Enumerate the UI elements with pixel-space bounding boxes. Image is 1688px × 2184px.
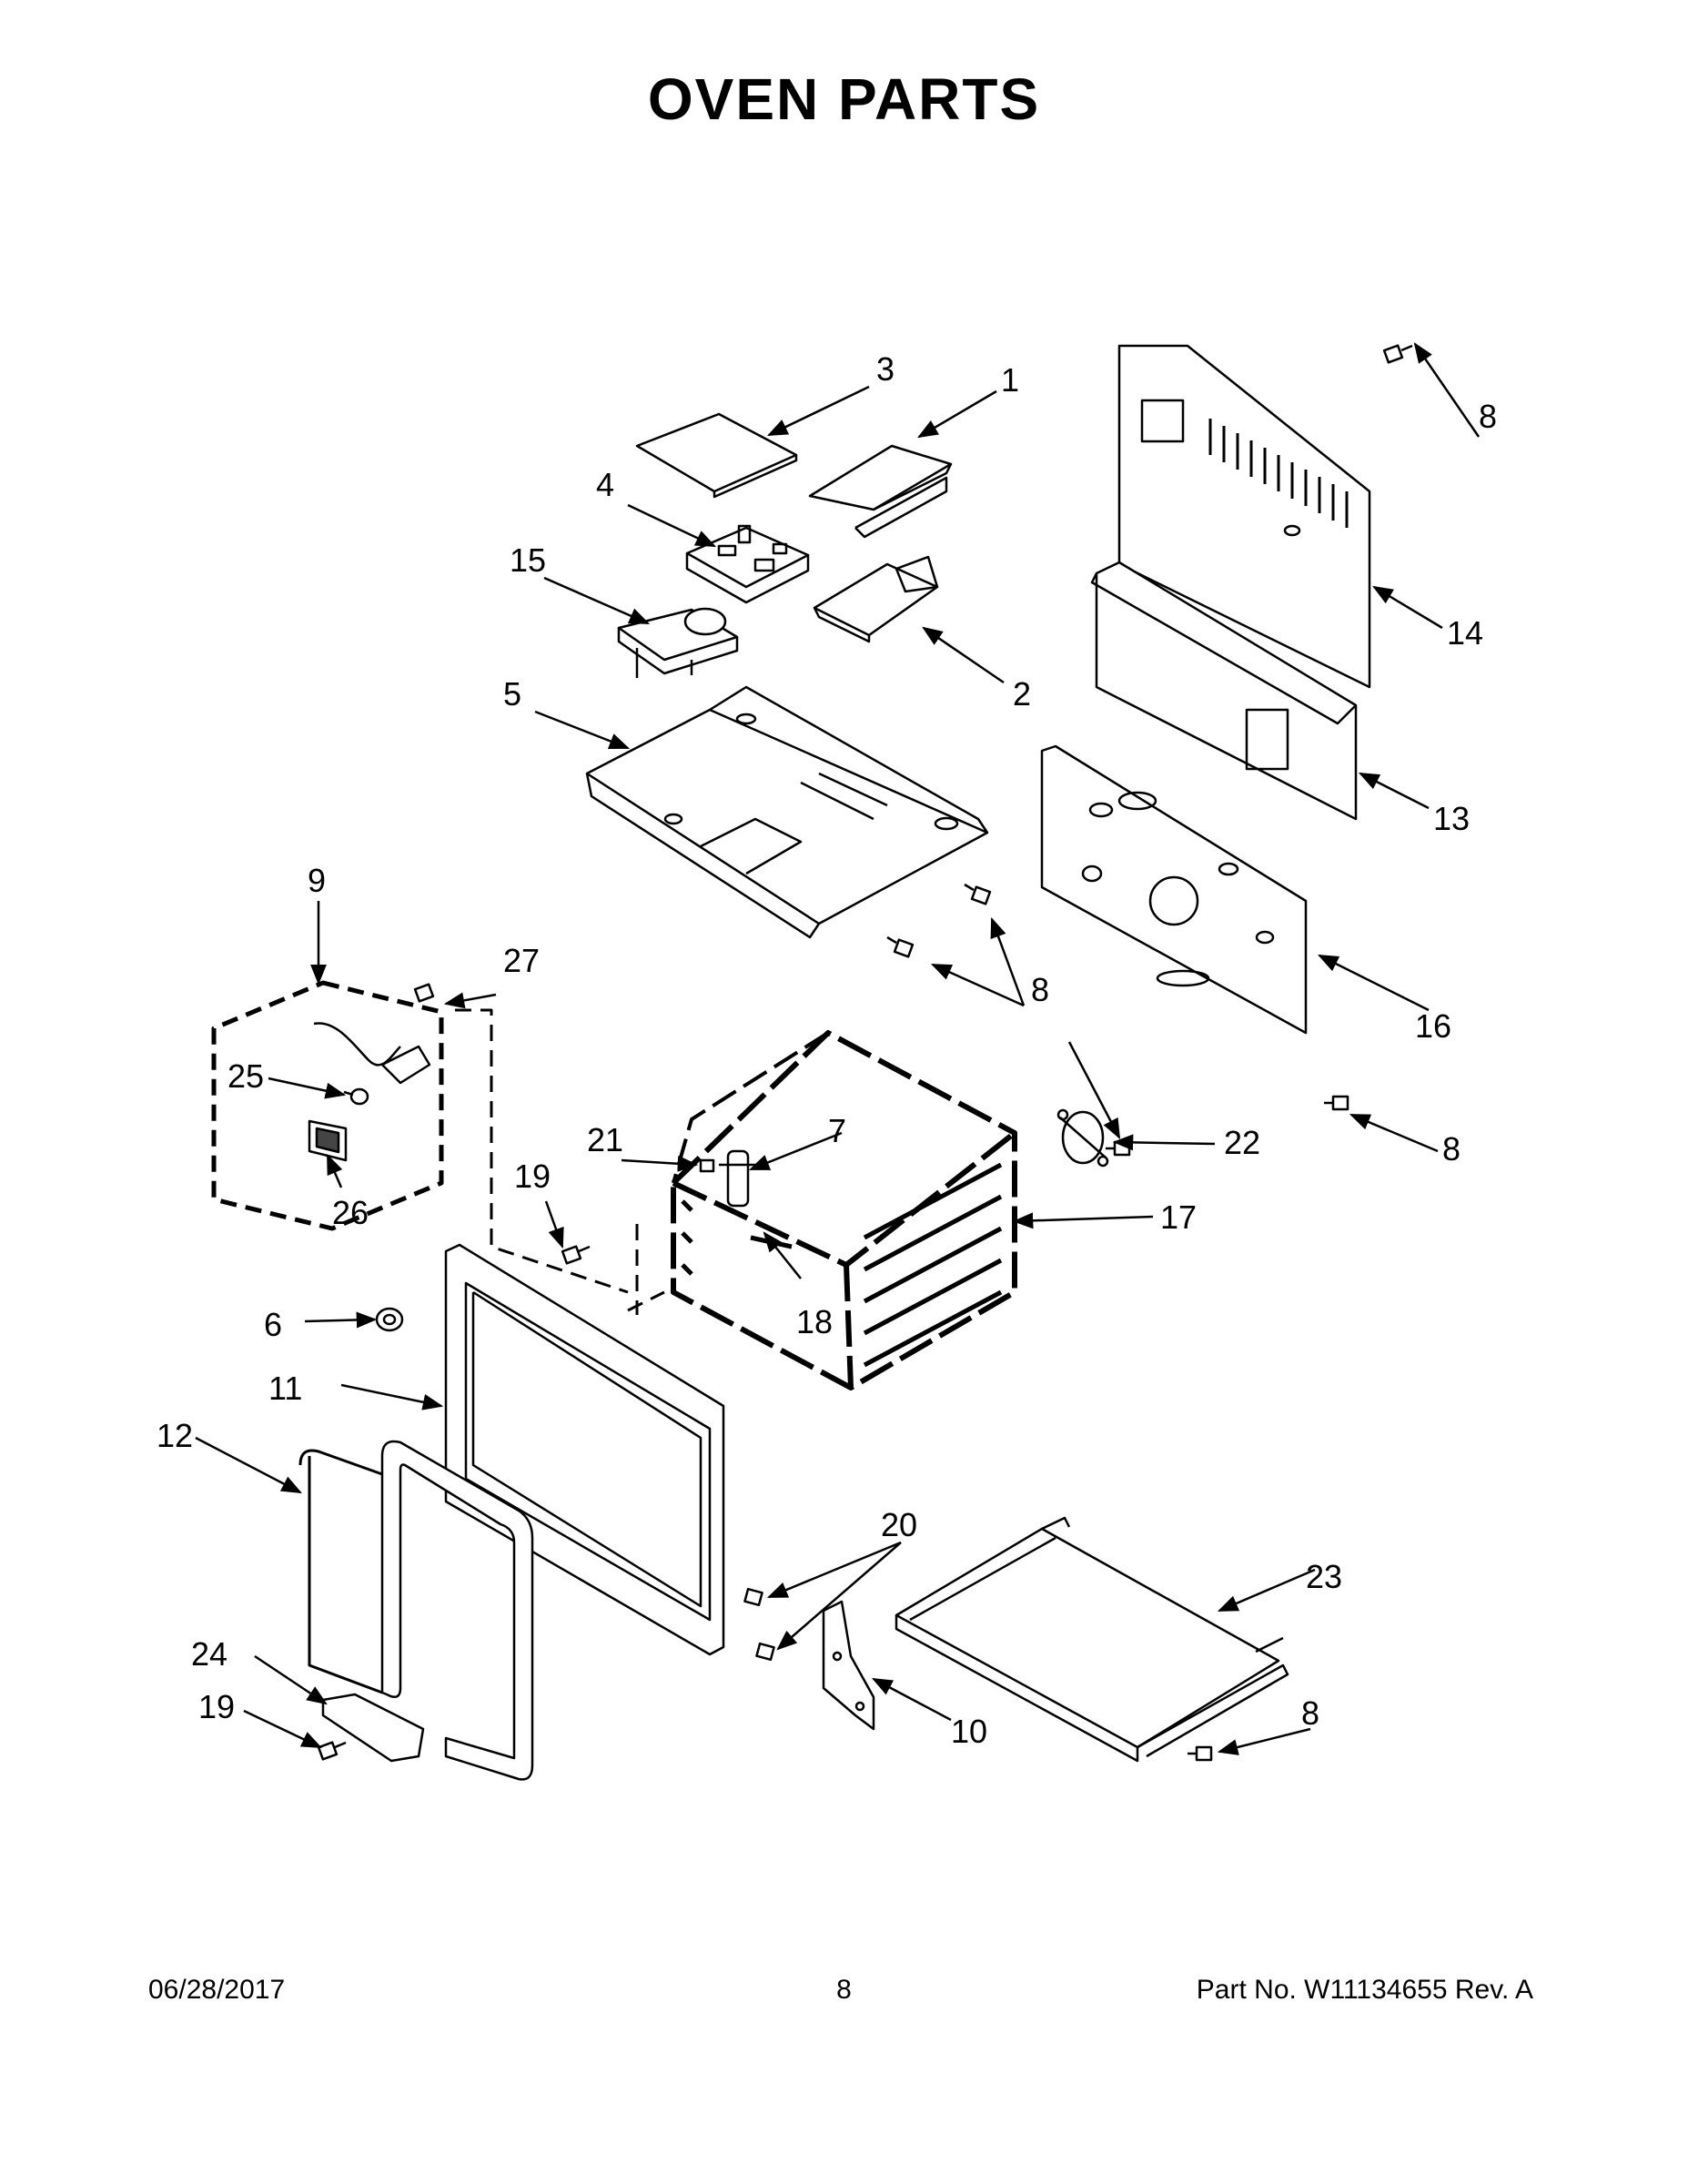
- callout-21: 21: [587, 1121, 623, 1158]
- callout-9: 9: [308, 862, 326, 899]
- callout-26: 26: [332, 1194, 369, 1231]
- callout-7: 7: [828, 1112, 846, 1149]
- part-19-screw-lower: [318, 1743, 346, 1760]
- part-4-control-board: [687, 526, 808, 602]
- leader-arrows: [196, 342, 1479, 1755]
- footer-part-number: Part No. W11134655 Rev. A: [1196, 1975, 1533, 2005]
- part-8-screw: [1106, 1142, 1129, 1155]
- callout-18: 18: [796, 1303, 833, 1340]
- callout-11: 11: [268, 1370, 302, 1407]
- part-5-base-panel: [587, 687, 987, 937]
- part-22-sensor-plate: [1058, 1110, 1107, 1166]
- callout-8-bottom: 8: [1301, 1694, 1319, 1732]
- callout-27: 27: [503, 942, 540, 979]
- callout-14: 14: [1447, 614, 1483, 652]
- part-16-back-wall: [1042, 746, 1306, 1033]
- callout-6: 6: [264, 1306, 282, 1343]
- part-21-fitting: [701, 1160, 713, 1171]
- part-8-screw: [965, 885, 990, 904]
- part-8-screw: [887, 937, 913, 956]
- footer-date: 06/28/2017: [148, 1975, 286, 2005]
- part-8-screw: [1384, 346, 1412, 363]
- part-20-screw: [756, 1643, 773, 1660]
- part-7-element: [719, 1151, 755, 1206]
- callout-25: 25: [227, 1057, 264, 1095]
- callout-4: 4: [596, 466, 614, 503]
- callout-8-top: 8: [1479, 398, 1497, 435]
- part-10-hinge-bracket: [824, 1602, 874, 1729]
- callout-8-right: 8: [1442, 1130, 1461, 1168]
- callout-23: 23: [1306, 1558, 1342, 1595]
- callout-15: 15: [510, 541, 546, 579]
- part-11-front-frame: [446, 1245, 723, 1654]
- callout-20: 20: [881, 1506, 917, 1543]
- callout-labels: 1 2 3 4 5 6 7 8 8 8 8 9 10 11 12 13 14 1…: [157, 350, 1497, 1750]
- callout-12: 12: [157, 1417, 193, 1454]
- callout-17: 17: [1160, 1198, 1197, 1236]
- callout-16: 16: [1415, 1007, 1451, 1045]
- part-19-screw: [562, 1247, 590, 1264]
- callout-1: 1: [1001, 361, 1019, 399]
- callout-5: 5: [503, 675, 521, 713]
- callout-13: 13: [1433, 800, 1470, 837]
- part-23-rack: [896, 1518, 1288, 1761]
- part-17-oven-cavity: [673, 1033, 1015, 1388]
- part-8-screw: [1188, 1747, 1211, 1760]
- part-8-screw: [1324, 1097, 1348, 1109]
- page-title: OVEN PARTS: [647, 66, 1041, 132]
- part-13-cover-panel: [1092, 562, 1356, 819]
- part-24-latch-plate: [323, 1694, 423, 1761]
- callout-22: 22: [1224, 1124, 1260, 1161]
- callout-2: 2: [1013, 675, 1031, 713]
- callout-10: 10: [951, 1713, 987, 1750]
- callout-19-lower: 19: [198, 1688, 235, 1725]
- callout-8-mid: 8: [1031, 971, 1049, 1008]
- part-20-screw: [744, 1589, 762, 1605]
- footer-page-number: 8: [836, 1975, 852, 2005]
- callout-19-upper: 19: [514, 1158, 551, 1195]
- part-2-tray: [814, 557, 937, 642]
- part-3-cover-plate: [637, 414, 796, 497]
- callout-3: 3: [876, 350, 895, 388]
- callout-24: 24: [191, 1635, 227, 1673]
- alignment-lines: [455, 1010, 664, 1315]
- part-1-bracket: [810, 446, 951, 537]
- part-14-rear-panel: [1119, 346, 1370, 687]
- part-12-gasket: [300, 1441, 532, 1779]
- part-6-bumper: [377, 1309, 402, 1330]
- part-9-light-kit-group: [214, 983, 441, 1228]
